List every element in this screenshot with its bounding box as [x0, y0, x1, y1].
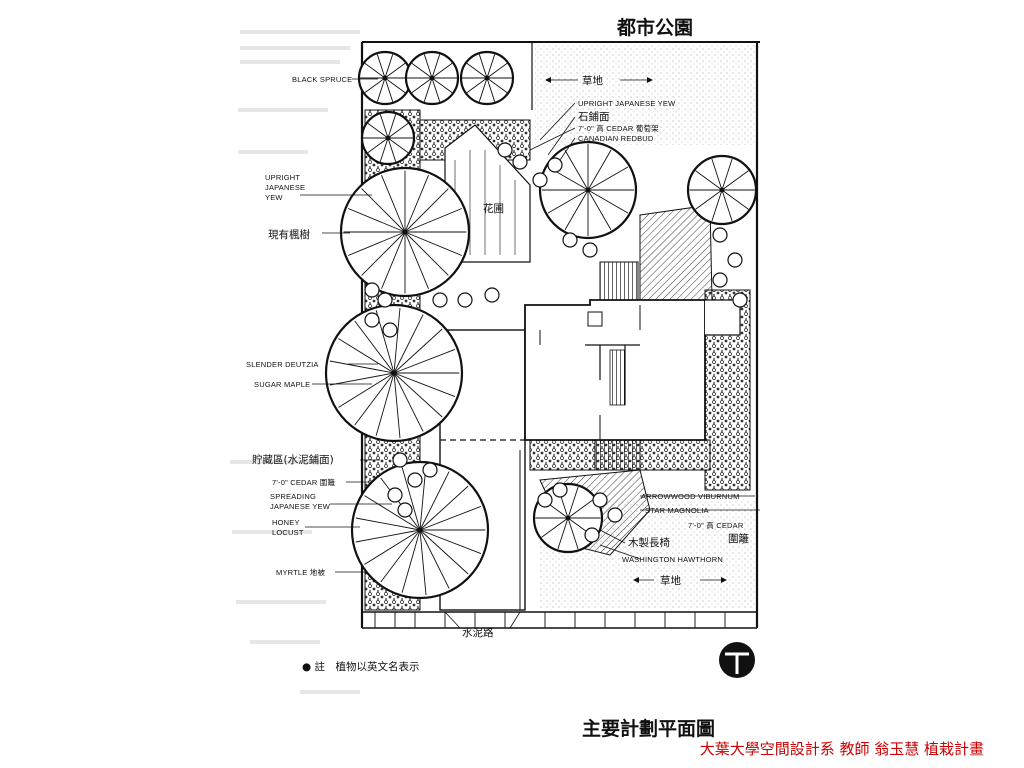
shrub — [712, 272, 728, 288]
main-title: 主要計劃平面圖 — [582, 717, 715, 740]
shrub — [732, 292, 748, 308]
label-myrtle: MYRTLE 地被 — [276, 567, 325, 577]
shrub — [457, 292, 473, 308]
faint-background-text — [230, 30, 360, 694]
shrub — [547, 157, 563, 173]
label-flower-bed: 花圃 — [483, 202, 504, 215]
label-cedar-trellis: 7'-0" 高 CEDAR 葡萄架 — [578, 123, 659, 133]
shrub — [592, 492, 608, 508]
shrub — [712, 227, 728, 243]
black-spruce-tree — [459, 50, 515, 106]
shrub — [407, 472, 423, 488]
shrub — [484, 287, 500, 303]
label-existing-maple: 現有楓樹 — [268, 228, 310, 241]
label-lawn-top: 草地 — [582, 74, 603, 87]
north-arrow-icon — [719, 642, 755, 678]
shrub — [727, 252, 743, 268]
footer-credit: 大葉大學空間設計系 教師 翁玉慧 植栽計畫 — [699, 740, 984, 758]
label-arrowwood: ARROWWOOD VIBURNUM — [641, 492, 740, 501]
label-storage: 貯藏區(水泥鋪面) — [252, 453, 334, 466]
shrub-clusters — [364, 142, 748, 543]
label-canadian-redbud: CANADIAN REDBUD — [578, 134, 654, 143]
label-upright-yew-left-1: UPRIGHT — [265, 173, 300, 182]
black-spruce-tree — [357, 50, 413, 106]
shrub — [584, 527, 600, 543]
label-stone-paving: 石鋪面 — [578, 110, 610, 123]
shrub — [552, 482, 568, 498]
tree-canopies — [324, 50, 758, 600]
house-footprint — [524, 299, 741, 441]
shrub — [364, 312, 380, 328]
sugar-maple-tree — [324, 303, 464, 443]
canadian-redbud-tree — [538, 140, 638, 240]
shrub — [382, 322, 398, 338]
black-spruce-tree — [404, 50, 460, 106]
label-black-spruce: BLACK SPRUCE — [292, 75, 352, 84]
shrub — [392, 452, 408, 468]
shrub — [582, 242, 598, 258]
sidewalk-joints — [374, 612, 726, 628]
shrub — [387, 487, 403, 503]
park-title: 都市公園 — [616, 16, 693, 39]
shrub — [422, 462, 438, 478]
shrub — [397, 502, 413, 518]
dimension-arrows — [545, 77, 727, 583]
label-cedar-fence-left: 7'-0" CEDAR 圍籬 — [272, 477, 335, 487]
label-spreading-yew-1: SPREADING — [270, 492, 316, 501]
black-spruce-tree — [360, 110, 416, 166]
label-honey-locust-1: HONEY — [272, 518, 300, 527]
label-star-magnolia: STAR MAGNOLIA — [645, 506, 709, 515]
label-upright-yew-left-2: JAPANESE — [265, 183, 305, 192]
label-cedar-fence-right-1: 7'-0" 高 CEDAR — [688, 520, 744, 530]
label-cedar-fence-right-2: 圍籬 — [728, 532, 749, 545]
upright-yew-tree — [686, 154, 758, 226]
label-upright-yew-top: UPRIGHT JAPANESE YEW — [578, 99, 676, 108]
shrub — [607, 507, 623, 523]
plant-name-note: ● 註 植物以英文名表示 — [302, 660, 420, 673]
shrub — [497, 142, 513, 158]
shrub — [532, 172, 548, 188]
label-sugar-maple: SUGAR MAPLE — [254, 380, 310, 389]
label-leaders — [300, 78, 760, 629]
label-slender-deutzia: SLENDER DEUTZIA — [246, 360, 319, 369]
label-wooden-bench: 木製長椅 — [628, 536, 670, 549]
label-washington-hawthorn: WASHINGTON HAWTHORN — [622, 555, 723, 564]
label-upright-yew-left-3: YEW — [265, 193, 283, 202]
label-lawn-bottom: 草地 — [660, 574, 681, 587]
label-honey-locust-2: LOCUST — [272, 528, 304, 537]
honey-locust-tree — [350, 460, 490, 600]
label-cement-road: 水泥路 — [462, 626, 494, 639]
shrub — [432, 292, 448, 308]
shrub — [512, 154, 528, 170]
existing-maple-tree — [339, 166, 471, 298]
shrub — [364, 282, 380, 298]
shrub — [562, 232, 578, 248]
shrub — [377, 292, 393, 308]
shrub — [537, 492, 553, 508]
label-spreading-yew-2: JAPANESE YEW — [270, 502, 331, 511]
